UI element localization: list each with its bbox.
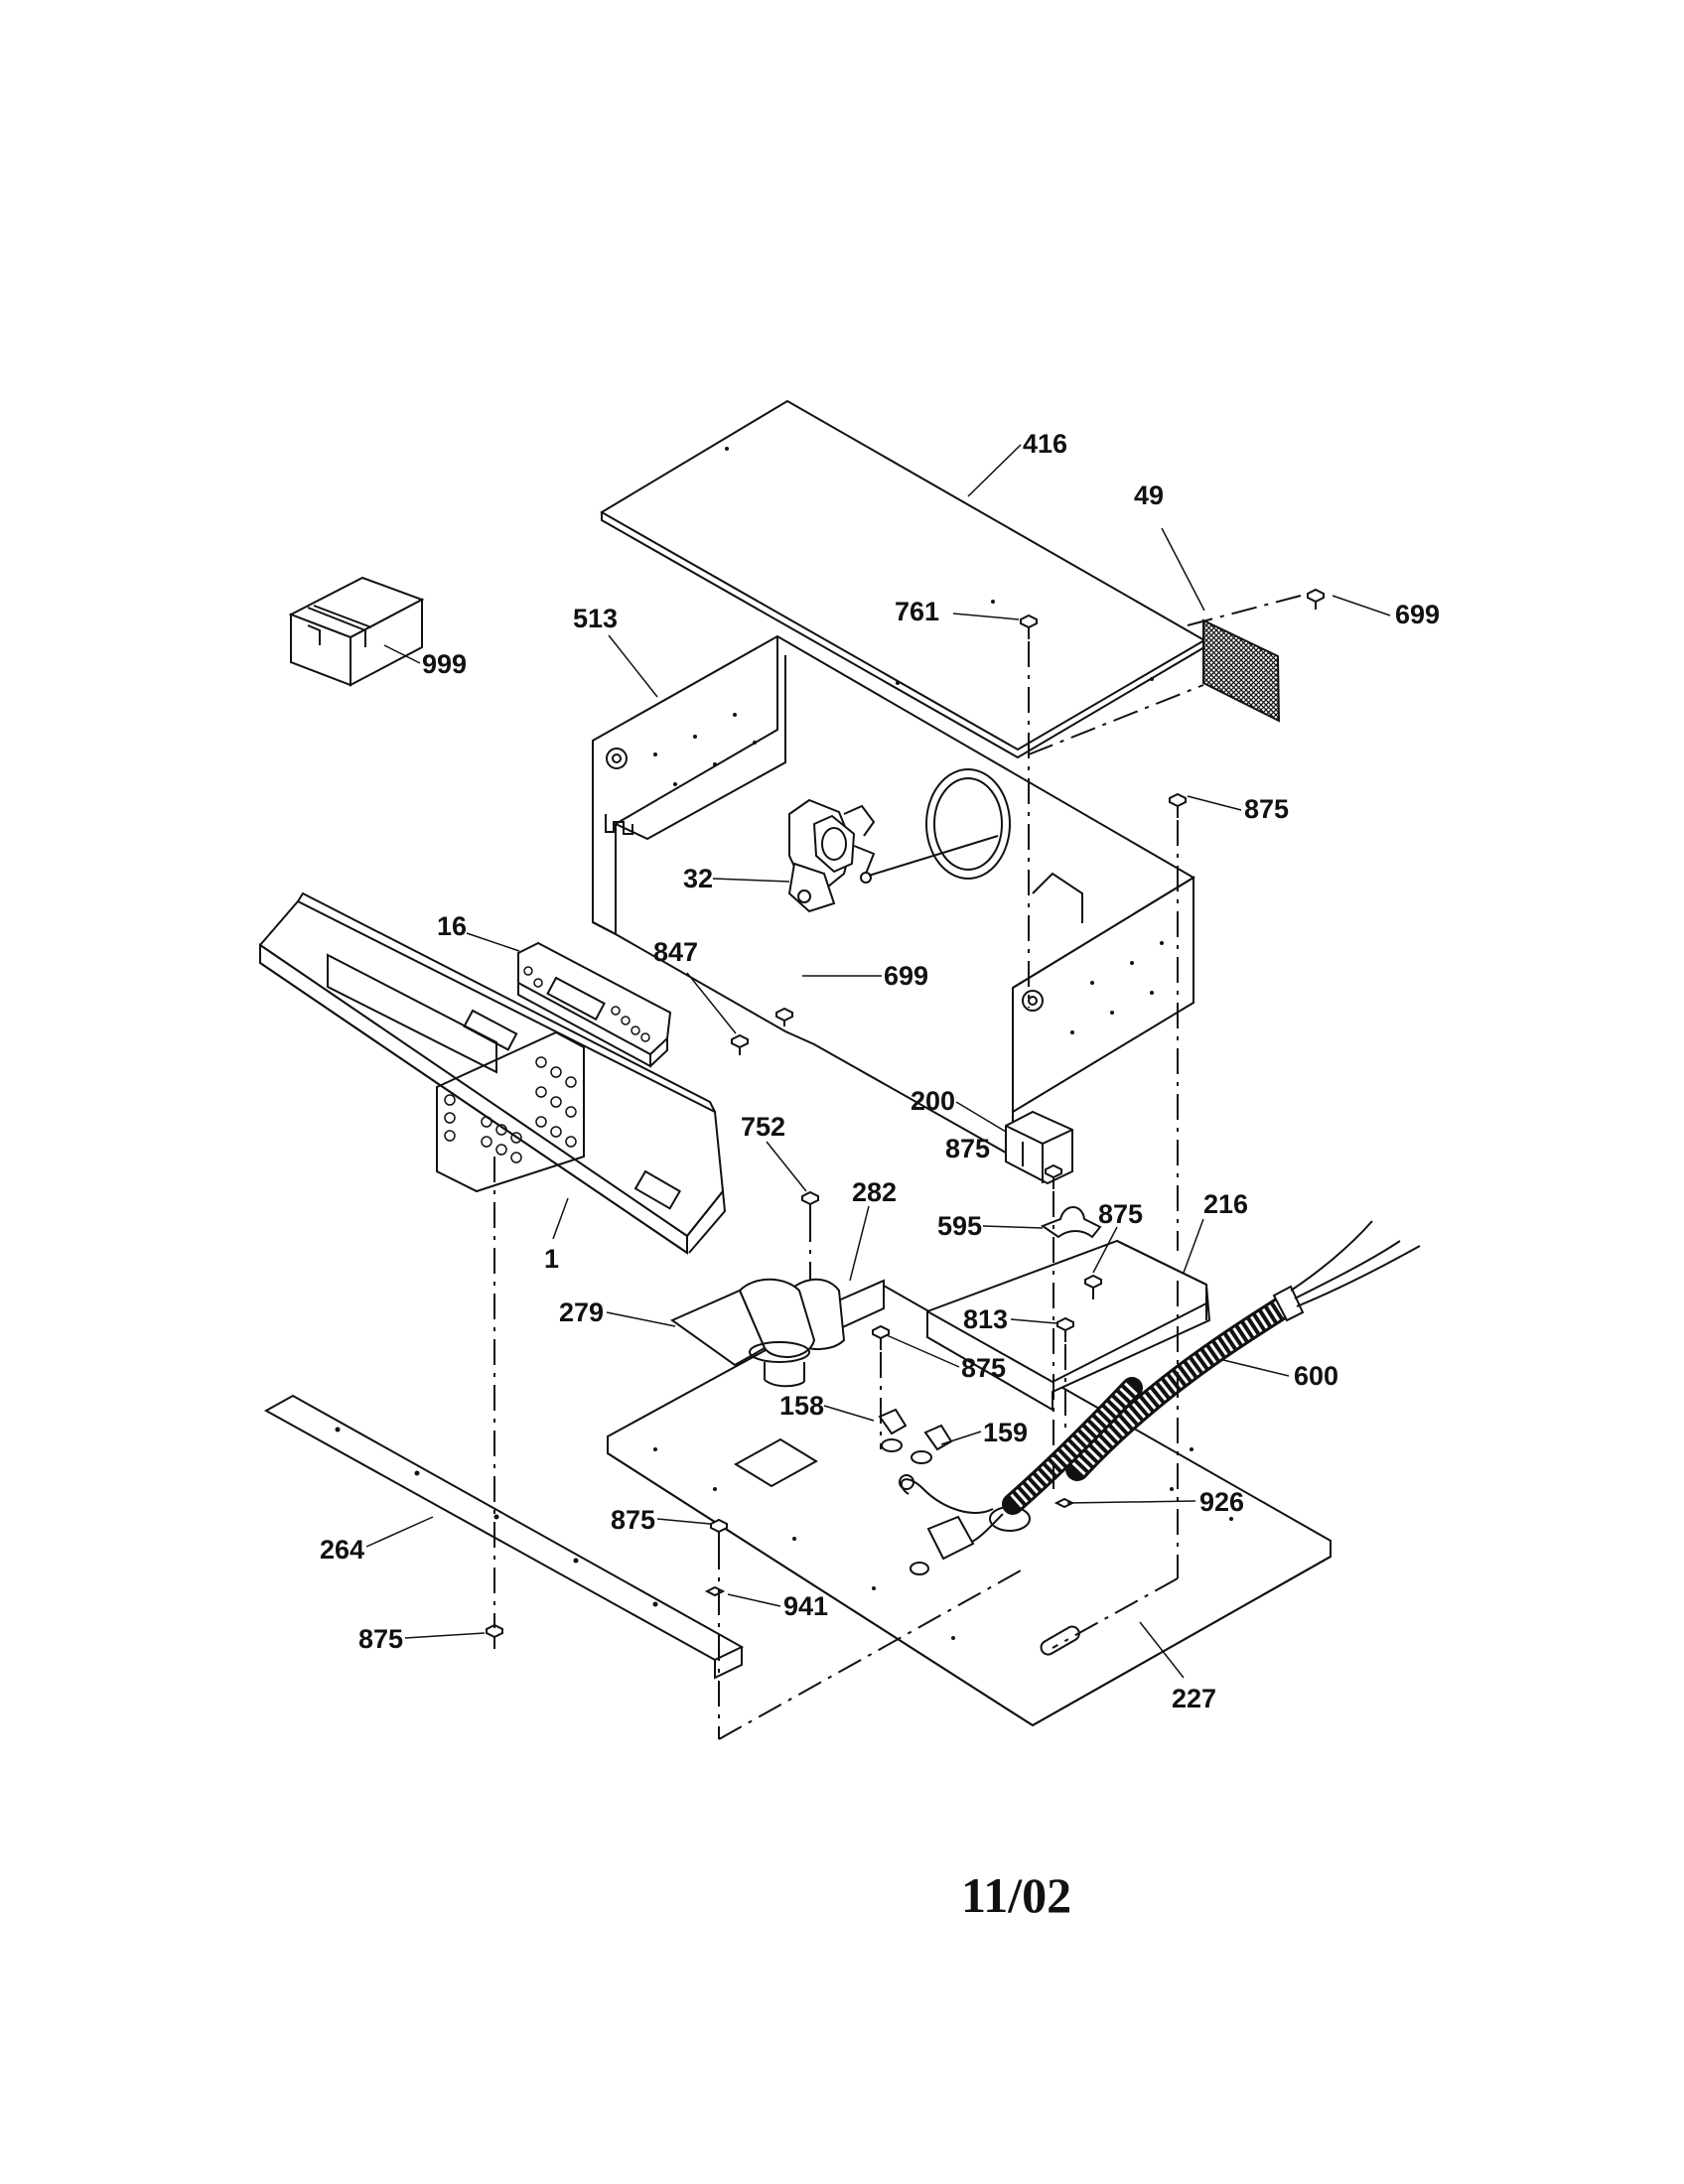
callout-200: 200 [911, 1086, 955, 1116]
callout-49: 49 [1134, 480, 1164, 510]
shipping-carton [288, 576, 425, 687]
callout-264: 264 [320, 1535, 364, 1565]
callout-875: 875 [1098, 1199, 1143, 1229]
callout-875: 875 [358, 1624, 403, 1654]
callout-282: 282 [852, 1177, 897, 1207]
callout-847: 847 [653, 937, 698, 967]
callout-875: 875 [961, 1353, 1006, 1383]
mesh-screen [1202, 618, 1281, 723]
callout-600: 600 [1294, 1361, 1338, 1391]
callout-761: 761 [895, 597, 939, 626]
callout-158: 158 [779, 1391, 824, 1421]
terminal-block [1005, 1110, 1073, 1185]
callout-513: 513 [573, 604, 618, 633]
callout-875: 875 [1244, 794, 1289, 824]
cooling-fan-motor [787, 798, 999, 913]
electronic-oven-control-board [517, 941, 672, 1068]
callout-1: 1 [544, 1244, 559, 1274]
thermal-limit-switches [878, 1408, 953, 1464]
leader-lines [365, 444, 1391, 1679]
control-panel-console [258, 891, 727, 1255]
screws [486, 588, 1325, 1649]
callout-699: 699 [884, 961, 928, 991]
callout-216: 216 [1203, 1189, 1248, 1219]
callout-875: 875 [611, 1505, 655, 1535]
control-shroud-box [592, 634, 1195, 1159]
callout-941: 941 [783, 1591, 828, 1621]
callout-595: 595 [937, 1211, 982, 1241]
assembly-guide-lines [493, 595, 1302, 1740]
callout-279: 279 [559, 1297, 604, 1327]
air-duct-assembly [669, 1278, 885, 1388]
callout-16: 16 [437, 911, 467, 941]
callout-32: 32 [683, 864, 713, 893]
callout-699: 699 [1395, 600, 1440, 629]
power-cord-conduit [899, 1220, 1421, 1561]
callout-926: 926 [1199, 1487, 1244, 1517]
callout-159: 159 [983, 1418, 1028, 1447]
callout-227: 227 [1172, 1684, 1216, 1713]
callout-999: 999 [422, 649, 467, 679]
callout-752: 752 [741, 1112, 785, 1142]
panel-support-bracket [263, 1394, 745, 1680]
callout-416: 416 [1023, 429, 1067, 459]
date-code: 11/02 [961, 1867, 1071, 1923]
callout-labels: 416 49 699 513 761 999 875 32 699 16 847… [320, 429, 1440, 1713]
callout-875: 875 [945, 1134, 990, 1163]
callout-813: 813 [963, 1304, 1008, 1334]
cable-clamp [1040, 1206, 1102, 1239]
